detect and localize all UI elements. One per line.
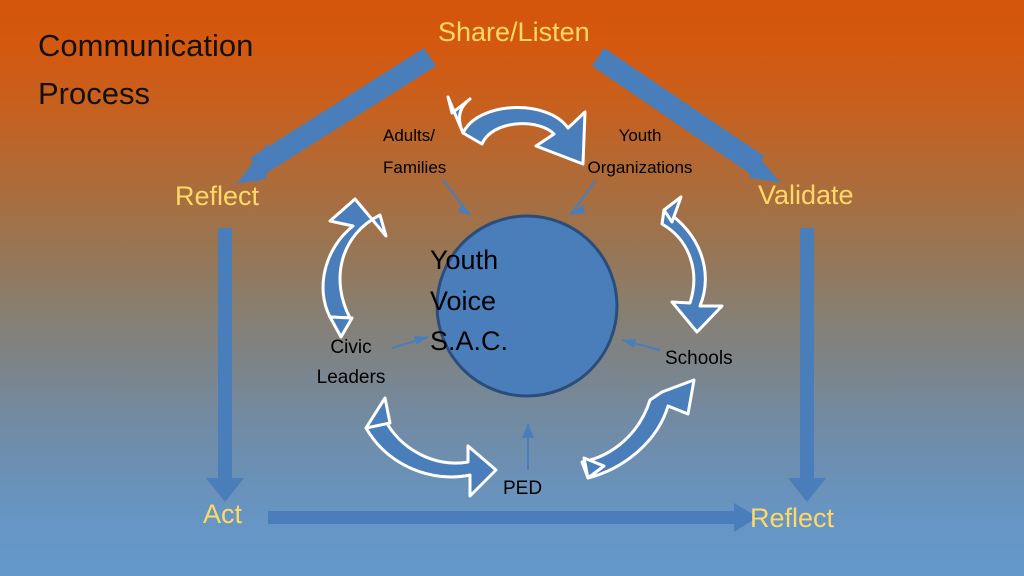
label-validate: Validate (758, 180, 854, 210)
page-title: Communication Process (38, 22, 253, 118)
label-youth-org-line2: Organizations (587, 158, 693, 178)
center-line3: S.A.C. (430, 326, 509, 356)
page-title-line1: Communication (38, 28, 254, 63)
outer-arrow-act-to-reflect (268, 503, 758, 532)
label-civic-leaders: Civic Leaders (307, 333, 395, 394)
outer-arrow-share-to-reflect (232, 48, 436, 184)
label-reflect-left: Reflect (175, 181, 260, 211)
center-circle (435, 214, 619, 398)
inner-arrow-top (446, 95, 587, 166)
pointer-lines (391, 179, 661, 470)
outer-arrow-reflect-to-act (206, 228, 244, 502)
label-civic-line2: Leaders (316, 367, 386, 389)
label-adults-line1: Adults/ (383, 126, 435, 145)
label-reflect-right: Reflect (750, 503, 835, 533)
inner-arrow-right (660, 195, 724, 334)
label-act: Act (203, 499, 243, 529)
page-title-line2: Process (38, 76, 150, 112)
label-youth-organizations: Youth Organizations (576, 120, 704, 185)
center-line1: Youth (430, 245, 499, 275)
center-line2: Voice (430, 285, 497, 316)
label-adults-families: Adults/ Families (383, 120, 446, 185)
inner-arrow-bottom-right (580, 378, 696, 480)
label-ped: PED (503, 478, 543, 499)
outer-arrow-share-to-validate (592, 48, 782, 183)
inner-arrow-left (321, 197, 388, 339)
label-adults-line2: Families (383, 158, 447, 178)
outer-arrow-validate-to-reflect (788, 228, 826, 502)
label-schools: Schools (665, 348, 733, 369)
label-share-listen: Share/Listen (438, 17, 590, 47)
label-civic-line1: Civic (330, 337, 372, 358)
inner-arrow-bottom-left (364, 396, 498, 498)
label-youth-org-line1: Youth (618, 126, 662, 145)
